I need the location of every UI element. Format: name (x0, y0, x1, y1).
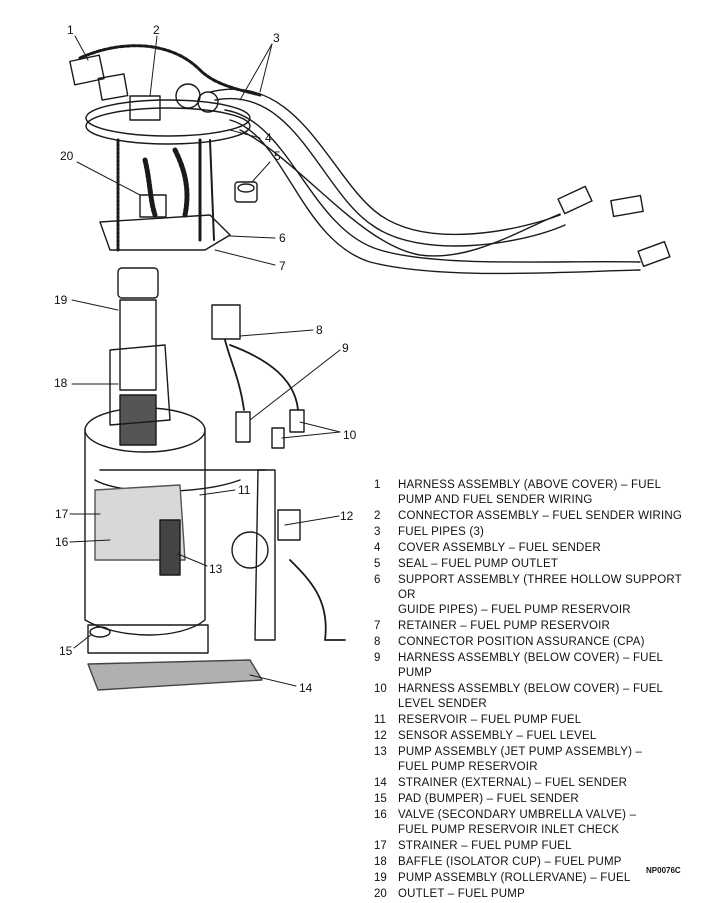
legend-number: 17 (374, 840, 387, 852)
callout-7: 7 (279, 259, 286, 273)
legend-text: PUMP ASSEMBLY (ROLLERVANE) – FUEL (398, 872, 631, 884)
legend-text: SUPPORT ASSEMBLY (THREE HOLLOW SUPPORT O… (398, 574, 682, 616)
callout-8: 8 (316, 323, 323, 337)
legend-number: 9 (374, 652, 381, 664)
legend-number: 7 (374, 620, 381, 632)
legend-number: 20 (374, 888, 387, 900)
callout-14: 14 (299, 681, 313, 695)
legend-text: BAFFLE (ISOLATOR CUP) – FUEL PUMP (398, 856, 622, 868)
legend-text: PAD (BUMPER) – FUEL SENDER (398, 793, 579, 805)
legend-item: 2 CONNECTOR ASSEMBLY – FUEL SENDER WIRING (374, 509, 694, 524)
callout-10: 10 (343, 428, 357, 442)
cover-assembly (85, 83, 251, 145)
legend-item: 12 SENSOR ASSEMBLY – FUEL LEVEL (374, 729, 694, 744)
fuel-level-sensor (231, 469, 346, 641)
legend-item: 4 COVER ASSEMBLY – FUEL SENDER (374, 541, 694, 556)
legend-number: 13 (374, 746, 387, 758)
legend-text: SENSOR ASSEMBLY – FUEL LEVEL (398, 730, 597, 742)
legend-item: 3 FUEL PIPES (3) (374, 525, 694, 540)
legend-text: CONNECTOR POSITION ASSURANCE (CPA) (398, 636, 645, 648)
callout-6: 6 (279, 231, 286, 245)
callout-15: 15 (59, 644, 73, 658)
legend-text: OUTLET – FUEL PUMP (398, 888, 525, 900)
legend-number: 15 (374, 793, 387, 805)
callout-2: 2 (153, 23, 160, 37)
legend-item: 8 CONNECTOR POSITION ASSURANCE (CPA) (374, 635, 694, 650)
legend-item: 17 STRAINER – FUEL PUMP FUEL (374, 839, 694, 854)
legend-item: 15 PAD (BUMPER) – FUEL SENDER (374, 792, 694, 807)
legend-item: 6 SUPPORT ASSEMBLY (THREE HOLLOW SUPPORT … (374, 573, 694, 618)
legend-number: 6 (374, 574, 381, 586)
external-strainer (87, 659, 263, 691)
legend-number: 5 (374, 558, 381, 570)
support-pipes (116, 138, 215, 252)
legend-number: 14 (374, 777, 387, 789)
jet-pump (159, 519, 181, 576)
legend-text: VALVE (SECONDARY UMBRELLA VALVE) –FUEL P… (398, 809, 637, 836)
legend-number: 1 (374, 479, 381, 491)
legend-text: PUMP ASSEMBLY (JET PUMP ASSEMBLY) –FUEL … (398, 746, 643, 773)
legend-text: SEAL – FUEL PUMP OUTLET (398, 558, 559, 570)
callout-12: 12 (340, 509, 354, 523)
harness-below-cover (211, 304, 305, 449)
legend-text: CONNECTOR ASSEMBLY – FUEL SENDER WIRING (398, 510, 683, 522)
legend-item: 19 PUMP ASSEMBLY (ROLLERVANE) – FUEL (374, 871, 694, 886)
callout-1: 1 (67, 23, 74, 37)
legend-number: 11 (374, 714, 386, 726)
callout-17: 17 (55, 507, 69, 521)
legend-text: RESERVOIR – FUEL PUMP FUEL (398, 714, 582, 726)
legend-item: 14 STRAINER (EXTERNAL) – FUEL SENDER (374, 776, 694, 791)
callout-13: 13 (209, 562, 223, 576)
legend-number: 19 (374, 872, 387, 884)
legend-number: 10 (374, 683, 387, 695)
legend-item: 13 PUMP ASSEMBLY (JET PUMP ASSEMBLY) –FUE… (374, 745, 694, 775)
legend-text: STRAINER – FUEL PUMP FUEL (398, 840, 572, 852)
legend-text: STRAINER (EXTERNAL) – FUEL SENDER (398, 777, 628, 789)
legend-number: 18 (374, 856, 387, 868)
legend-number: 12 (374, 730, 387, 742)
legend-text: HARNESS ASSEMBLY (BELOW COVER) – FUEL PU… (398, 652, 663, 679)
figure-code: NP0076C (646, 866, 681, 875)
fuel-pipes (209, 88, 671, 275)
pad (87, 624, 209, 654)
callout-5: 5 (274, 149, 281, 163)
callout-18: 18 (54, 376, 68, 390)
legend-item: 9 HARNESS ASSEMBLY (BELOW COVER) – FUEL P… (374, 651, 694, 681)
callout-3: 3 (273, 31, 280, 45)
legend-number: 2 (374, 510, 381, 522)
callout-19: 19 (54, 293, 68, 307)
callout-11: 11 (238, 483, 251, 497)
legend-number: 8 (374, 636, 381, 648)
legend-number: 4 (374, 542, 381, 554)
legend-number: 3 (374, 526, 381, 538)
harness-above-cover (78, 44, 262, 97)
legend-text: FUEL PIPES (3) (398, 526, 485, 538)
callout-16: 16 (55, 535, 69, 549)
legend-item-highlighted: 11 RESERVOIR – FUEL PUMP FUEL (374, 713, 694, 728)
retainer-plate (99, 194, 231, 251)
legend-item: 16 VALVE (SECONDARY UMBRELLA VALVE) –FUEL… (374, 808, 694, 838)
callout-9: 9 (342, 341, 349, 355)
legend-text: RETAINER – FUEL PUMP RESERVOIR (398, 620, 610, 632)
callout-4: 4 (265, 131, 272, 145)
connector-assembly (69, 54, 105, 86)
pump-assembly (109, 267, 171, 446)
legend-item: 5 SEAL – FUEL PUMP OUTLET (374, 557, 694, 572)
legend-item: 7 RETAINER – FUEL PUMP RESERVOIR (374, 619, 694, 634)
legend-text: COVER ASSEMBLY – FUEL SENDER (398, 542, 601, 554)
legend-number: 16 (374, 809, 387, 821)
seal (234, 181, 258, 203)
legend-item: 20 OUTLET – FUEL PUMP (374, 887, 694, 902)
callout-20: 20 (60, 149, 74, 163)
leader-lines (69, 35, 341, 687)
legend-item: 18 BAFFLE (ISOLATOR CUP) – FUEL PUMP (374, 855, 694, 870)
